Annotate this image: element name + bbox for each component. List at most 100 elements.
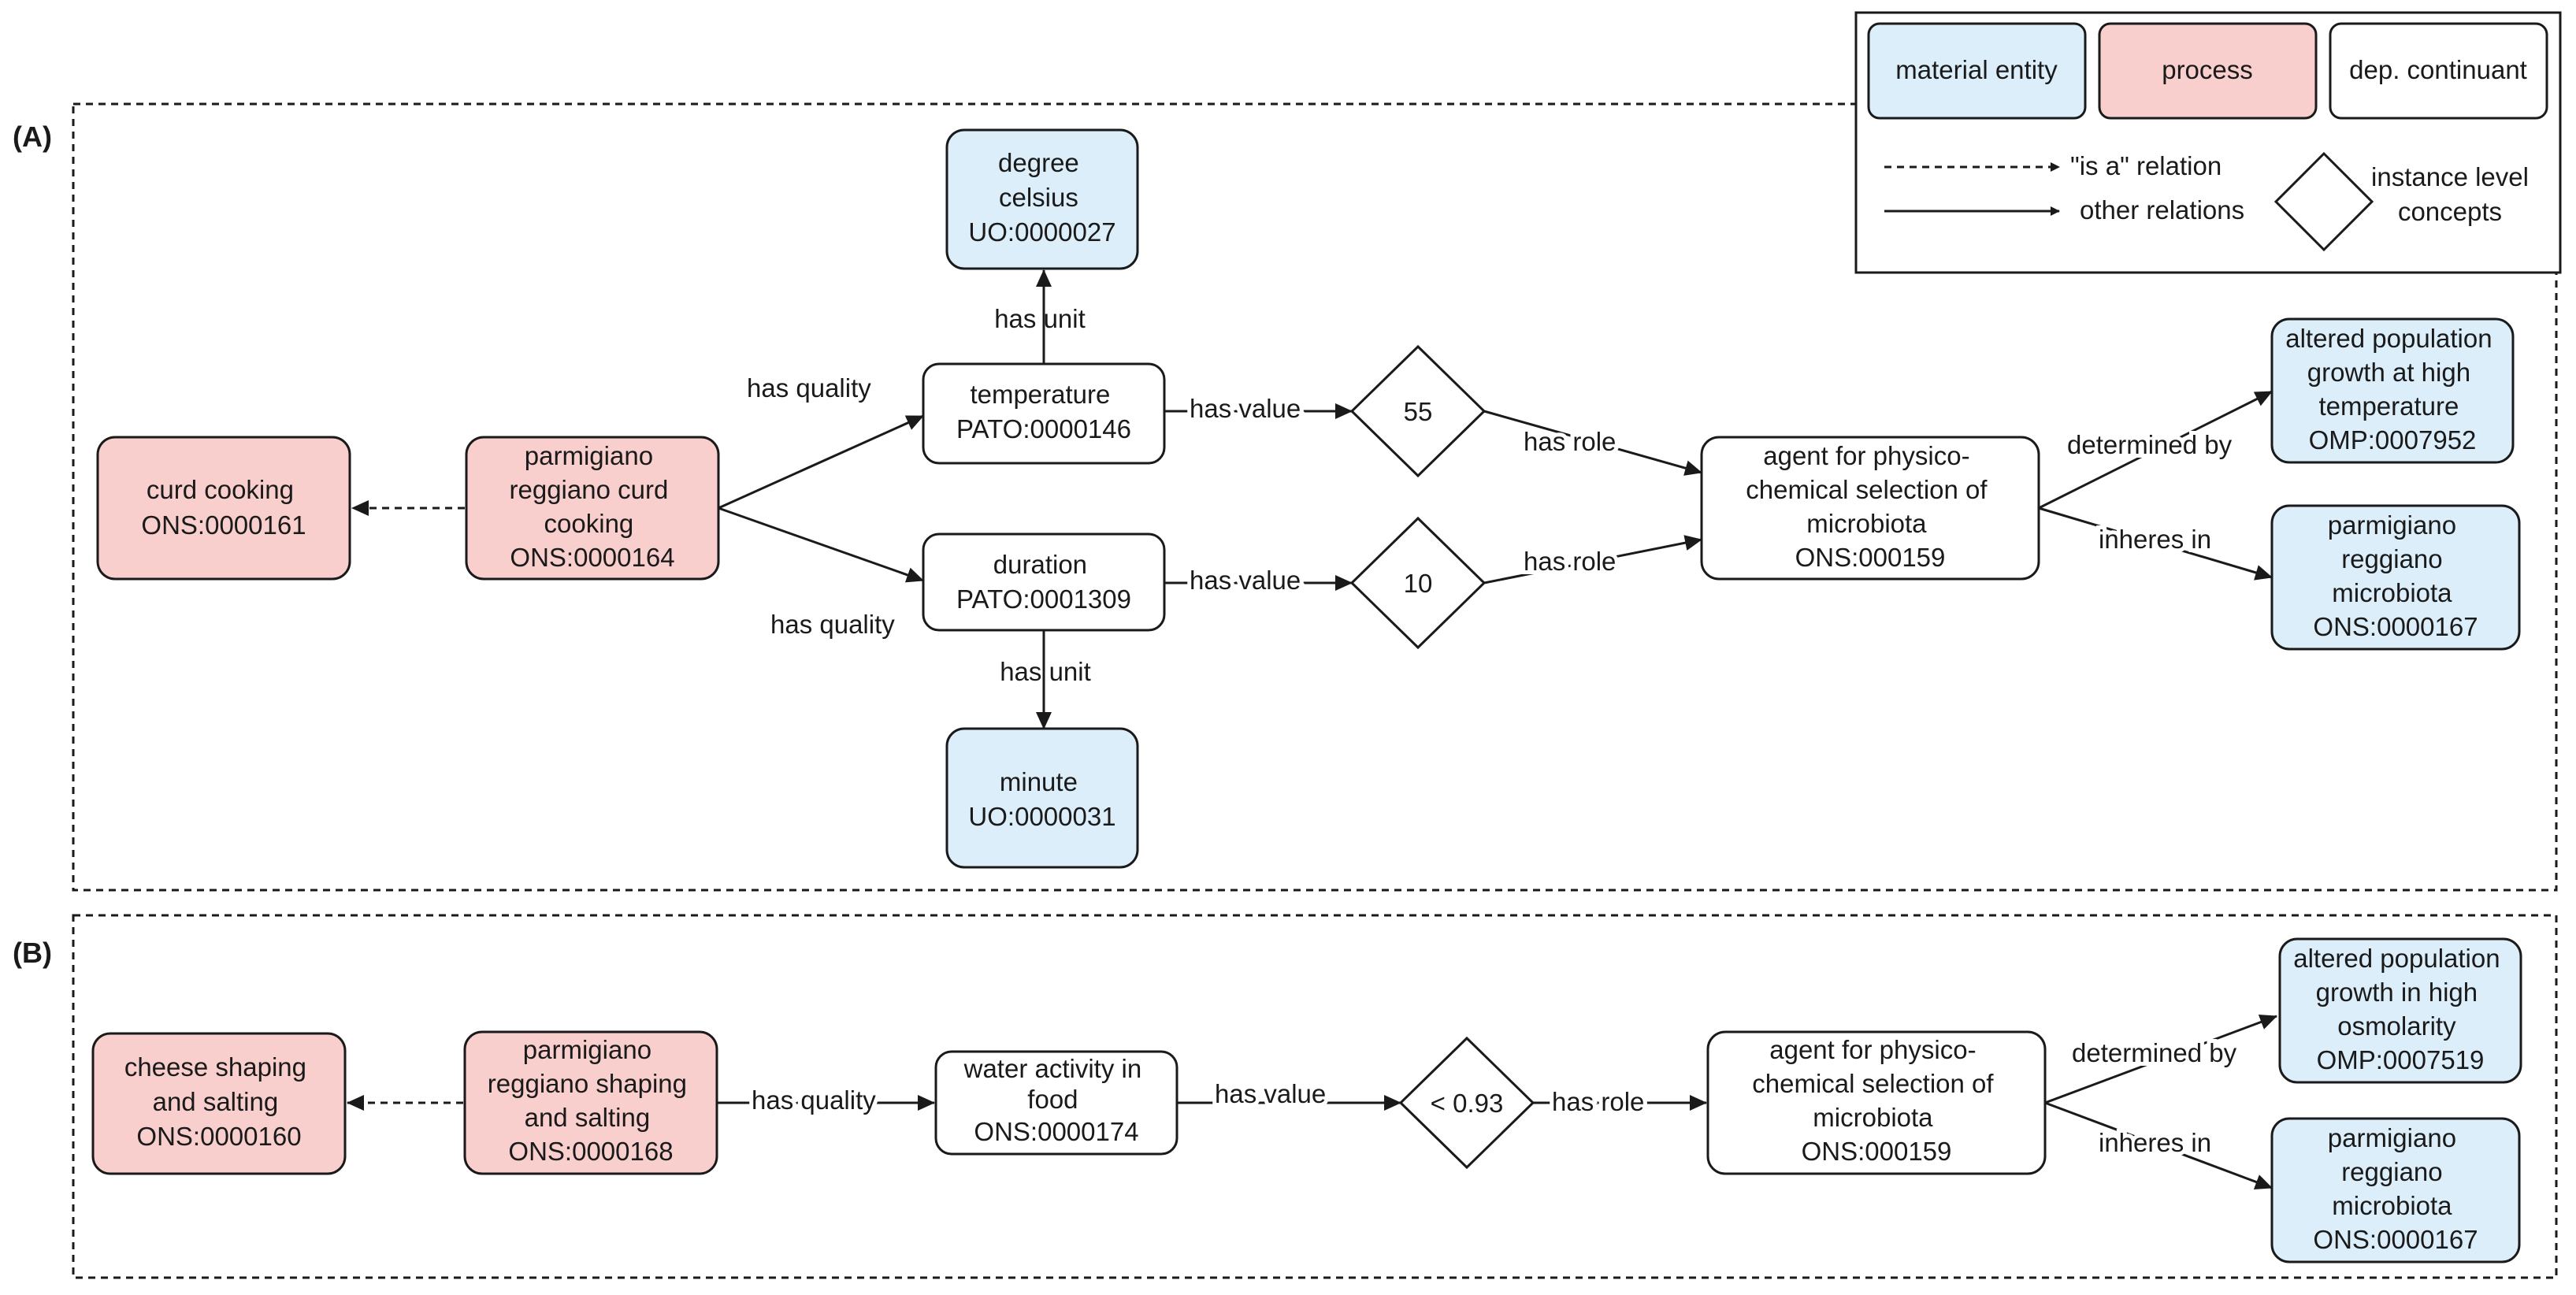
edge-label-a-has-unit-top: has unit bbox=[994, 304, 1086, 333]
node-a-microbiota-line: microbiota bbox=[2332, 578, 2452, 607]
edge-a-has-role-10 bbox=[1483, 535, 1702, 584]
node-a-duration-line: PATO:0001309 bbox=[956, 584, 1131, 614]
edge-a-inheres-in bbox=[2038, 506, 2273, 581]
edge-a-determined-by bbox=[2038, 390, 2273, 510]
node-a-temperature-line: temperature bbox=[970, 380, 1110, 409]
edge-label-b-determined-by: determined by bbox=[2072, 1038, 2237, 1067]
edge-label-a-has-role-bottom: has role bbox=[1524, 547, 1616, 576]
node-a-agent-line: ONS:000159 bbox=[1795, 543, 1946, 572]
node-a-degree-celsius-line: degree bbox=[998, 148, 1079, 177]
node-b-pr-shaping-line: and salting bbox=[525, 1103, 651, 1132]
node-a-agent-line: agent for physico- bbox=[1763, 441, 1969, 470]
node-a-minute bbox=[945, 727, 1139, 869]
node-b-water-activity-line: water activity in bbox=[963, 1054, 1142, 1083]
node-b-value-093-label: < 0.93 bbox=[1431, 1089, 1504, 1118]
legend-process-swatch bbox=[2098, 22, 2318, 120]
node-a-altered bbox=[2270, 317, 2515, 464]
edge-label-a-has-value-top: has value bbox=[1190, 394, 1301, 423]
node-a-pr-curd-cooking-line: reggiano curd bbox=[510, 475, 669, 504]
node-b-value-093-line: < 0.93 bbox=[1431, 1089, 1504, 1118]
legend-other-label: other relations bbox=[2080, 195, 2244, 224]
node-b-altered-line: OMP:0007519 bbox=[2317, 1045, 2485, 1074]
edge-a-has-role-55 bbox=[1483, 410, 1702, 476]
legend-is-a-label: "is a" relation bbox=[2070, 151, 2222, 180]
node-b-pr-shaping-line: parmigiano bbox=[523, 1035, 651, 1064]
node-a-duration-line: duration bbox=[993, 550, 1087, 579]
node-a-temperature bbox=[922, 362, 1166, 465]
node-b-agent-line: ONS:000159 bbox=[1802, 1137, 1952, 1166]
node-a-minute-line: UO:0000031 bbox=[968, 802, 1115, 831]
node-a-pr-curd-cooking-label: parmigiano reggiano curd cooking ONS:000… bbox=[510, 441, 676, 572]
node-b-altered-line: osmolarity bbox=[2337, 1011, 2456, 1041]
node-b-value-093 bbox=[1398, 1036, 1535, 1170]
node-b-water-activity-label: water activity in food ONS:0000174 bbox=[963, 1054, 1149, 1146]
node-a-curd-cooking-line: ONS:0000161 bbox=[141, 510, 306, 540]
node-b-cheese-shaping-line: cheese shaping bbox=[124, 1052, 306, 1082]
panel-b-label: (B) bbox=[13, 937, 52, 969]
node-b-microbiota-label: parmigiano reggiano microbiota ONS:00001… bbox=[2313, 1123, 2478, 1254]
node-b-microbiota-line: reggiano bbox=[2341, 1157, 2442, 1186]
node-b-altered-label: altered population growth in high osmola… bbox=[2293, 944, 2507, 1074]
node-a-microbiota-line: parmigiano bbox=[2328, 510, 2456, 540]
legend-instance-label-2: concepts bbox=[2398, 197, 2502, 226]
legend-dep-continuant-swatch bbox=[2329, 22, 2548, 120]
node-b-microbiota-line: microbiota bbox=[2332, 1191, 2452, 1220]
node-a-pr-curd-cooking-line: cooking bbox=[544, 509, 634, 538]
node-a-microbiota-line: reggiano bbox=[2341, 544, 2442, 573]
node-a-agent-line: chemical selection of bbox=[1746, 475, 1988, 504]
node-a-altered-line: OMP:0007952 bbox=[2309, 425, 2477, 455]
panel-b-edges bbox=[347, 1014, 2277, 1189]
node-a-curd-cooking-line: curd cooking bbox=[147, 475, 294, 504]
node-a-altered-line: growth at high bbox=[2307, 358, 2470, 387]
node-b-agent-line: microbiota bbox=[1813, 1103, 1933, 1132]
node-b-altered-line: altered population bbox=[2293, 944, 2500, 973]
panel-b-frame bbox=[72, 914, 2558, 1279]
node-b-altered bbox=[2278, 937, 2522, 1084]
node-b-microbiota-line: parmigiano bbox=[2328, 1123, 2456, 1152]
node-b-cheese-shaping-line: ONS:0000160 bbox=[136, 1122, 301, 1151]
edge-label-a-determined-by: determined by bbox=[2067, 430, 2233, 459]
legend-dep-continuant-label: dep. continuant bbox=[2349, 55, 2527, 84]
legend-instance-label-1: instance level bbox=[2371, 162, 2529, 191]
node-b-microbiota-line: ONS:0000167 bbox=[2313, 1225, 2478, 1254]
node-a-degree-celsius bbox=[945, 128, 1139, 270]
node-a-altered-line: altered population bbox=[2285, 324, 2492, 353]
node-b-cheese-shaping-label: cheese shaping and salting ONS:0000160 bbox=[124, 1052, 314, 1151]
legend-material-entity-swatch bbox=[1867, 22, 2087, 120]
node-b-water-activity bbox=[934, 1050, 1179, 1156]
node-a-degree-celsius-line: celsius bbox=[999, 183, 1078, 212]
legend-process-label: process bbox=[2162, 55, 2253, 84]
edge-label-b-has-role: has role bbox=[1552, 1087, 1644, 1116]
node-a-value-10 bbox=[1349, 516, 1487, 650]
node-a-degree-celsius-line: UO:0000027 bbox=[968, 217, 1115, 247]
node-a-microbiota-line: ONS:0000167 bbox=[2313, 612, 2478, 641]
node-a-temperature-line: PATO:0000146 bbox=[956, 414, 1131, 443]
node-a-pr-curd-cooking-line: parmigiano bbox=[525, 441, 653, 470]
node-a-agent-label: agent for physico- chemical selection of… bbox=[1746, 441, 1995, 572]
node-b-agent-line: agent for physico- bbox=[1769, 1035, 1976, 1064]
edge-label-a-has-unit-bottom: has unit bbox=[1000, 657, 1091, 686]
node-b-pr-shaping bbox=[463, 1030, 718, 1175]
node-a-microbiota-label: parmigiano reggiano microbiota ONS:00001… bbox=[2313, 510, 2478, 641]
node-a-value-55-label: 55 bbox=[1404, 397, 1433, 426]
panel-a-edges bbox=[351, 269, 2273, 729]
node-a-pr-curd-cooking bbox=[465, 436, 720, 581]
node-a-temperature-label: temperature PATO:0000146 bbox=[956, 380, 1131, 443]
legend-instance-diamond bbox=[2273, 151, 2374, 252]
panel-a-frame bbox=[72, 102, 2558, 892]
node-a-pr-curd-cooking-line: ONS:0000164 bbox=[510, 543, 674, 572]
node-b-pr-shaping-line: ONS:0000168 bbox=[508, 1137, 673, 1166]
legend-material-entity-label: material entity bbox=[1895, 55, 2058, 84]
panel-a-label: (A) bbox=[13, 121, 52, 153]
node-a-altered-label: altered population growth at high temper… bbox=[2285, 324, 2500, 455]
node-b-pr-shaping-line: reggiano shaping bbox=[488, 1069, 687, 1098]
node-b-agent bbox=[1706, 1030, 2047, 1175]
edge-b-determined-by bbox=[2044, 1014, 2277, 1104]
node-a-value-10-line: 10 bbox=[1404, 569, 1433, 598]
edge-label-a-has-value-bottom: has value bbox=[1190, 566, 1301, 595]
node-b-pr-shaping-label: parmigiano reggiano shaping and salting … bbox=[488, 1035, 694, 1166]
edge-a-has-quality-duration bbox=[718, 506, 924, 583]
edge-label-a-inheres-in: inheres in bbox=[2099, 525, 2211, 554]
edge-label-b-inheres-in: inheres in bbox=[2099, 1128, 2211, 1157]
